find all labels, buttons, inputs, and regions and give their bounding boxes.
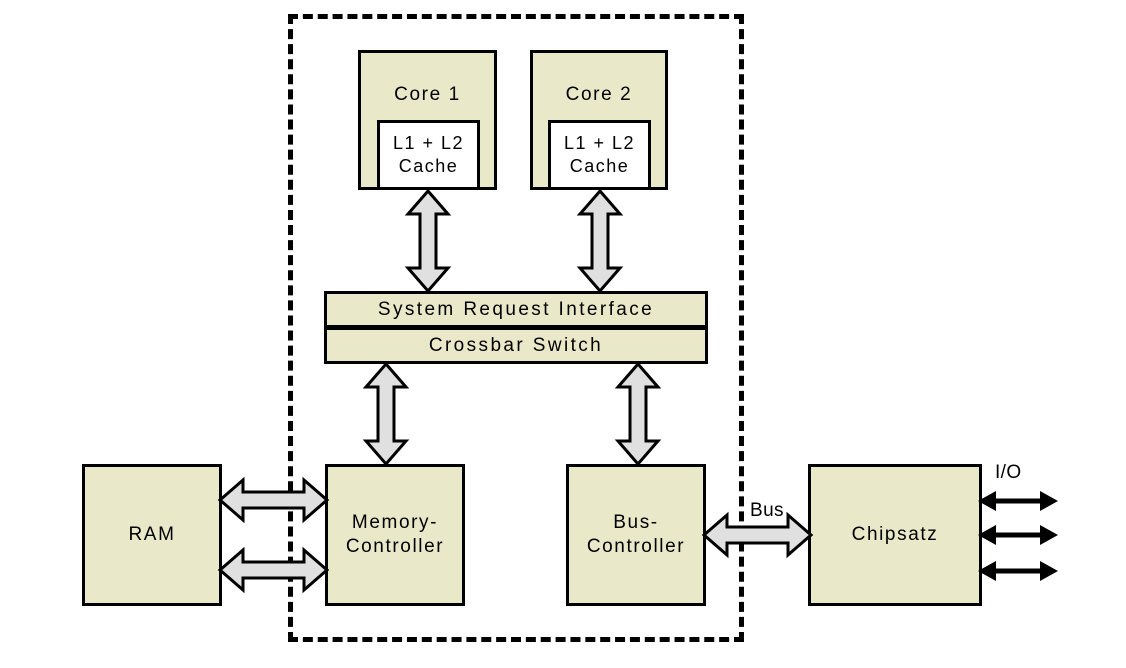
crossbar-to-bus-controller-arrow xyxy=(614,361,662,467)
crossbar-to-memory-controller-arrow xyxy=(362,361,410,467)
core-1-label: Core 1 xyxy=(394,84,461,105)
cache1-to-sri-arrow xyxy=(404,188,452,294)
ram-to-memory-controller-lower-arrow xyxy=(217,546,330,594)
core-2-label: Core 2 xyxy=(565,84,633,105)
crossbar-switch-block: Crossbar Switch xyxy=(324,327,708,364)
io-connection-label: I/O xyxy=(995,462,1022,483)
cache2-to-sri-arrow xyxy=(576,188,624,294)
cpu-package-dashed-boundary xyxy=(288,14,744,642)
bus-controller-block: Bus- Controller xyxy=(566,464,706,606)
ram-to-memory-controller-upper-arrow xyxy=(217,476,330,524)
chipset-io-1-arrow xyxy=(978,491,1058,511)
chipset-io-3-arrow xyxy=(978,561,1058,581)
bus-controller-label: Bus- Controller xyxy=(586,511,686,557)
memory-controller-block: Memory- Controller xyxy=(325,464,465,606)
system-request-interface-label: System Request Interface xyxy=(377,298,655,320)
chipset-block: Chipsatz xyxy=(808,464,982,606)
system-request-interface-block: System Request Interface xyxy=(324,291,708,328)
core-2-cache-block: L1 + L2 Cache xyxy=(548,120,651,190)
ram-label: RAM xyxy=(128,523,176,545)
bus-connection-label: Bus xyxy=(750,500,784,521)
core-1-cache-label: L1 + L2 Cache xyxy=(392,132,465,176)
memory-controller-label: Memory- Controller xyxy=(345,511,445,557)
core-1-cache-block: L1 + L2 Cache xyxy=(377,120,480,190)
ram-block: RAM xyxy=(82,464,222,606)
crossbar-switch-label: Crossbar Switch xyxy=(428,334,604,356)
chipset-io-2-arrow xyxy=(978,525,1058,545)
chipset-label: Chipsatz xyxy=(851,523,939,545)
bus-controller-to-chipset-arrow xyxy=(701,511,814,559)
core-2-cache-label: L1 + L2 Cache xyxy=(563,132,636,176)
